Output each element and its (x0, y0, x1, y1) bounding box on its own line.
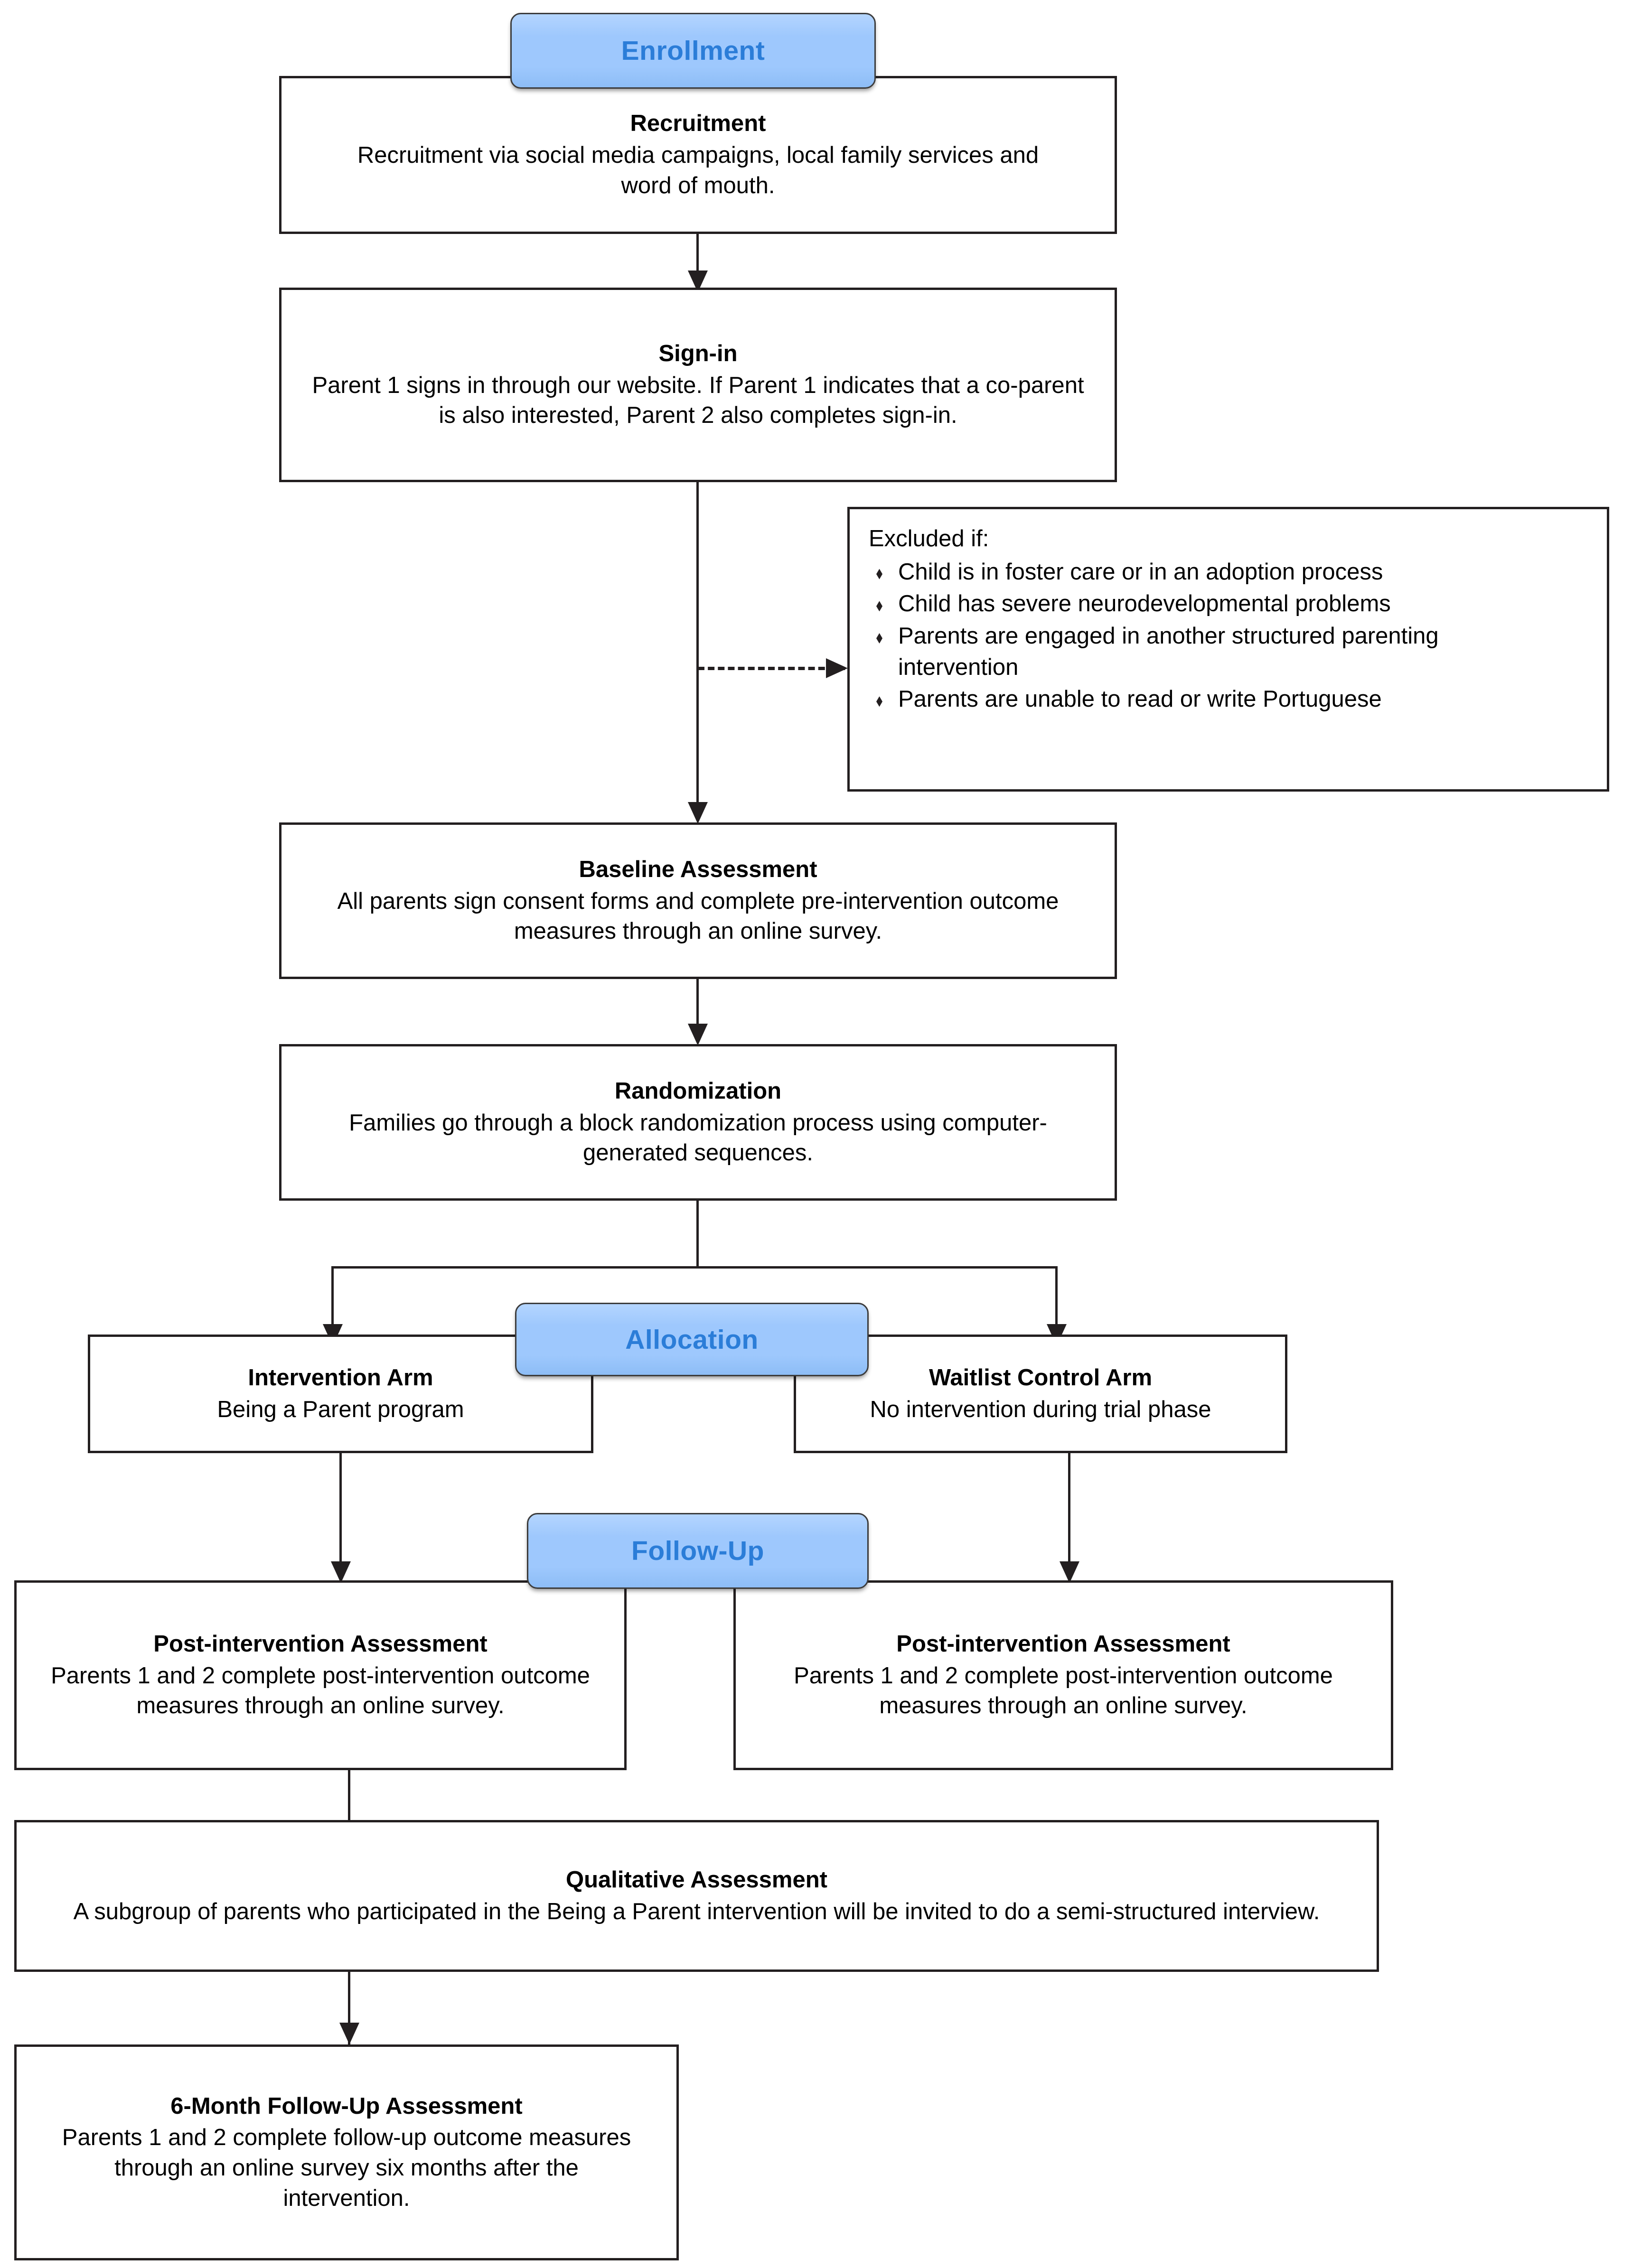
node-six-month-followup: 6-Month Follow-Up Assessment Parents 1 a… (14, 2044, 679, 2260)
connector-baseline-randomization (696, 979, 699, 1036)
node-sixmonth-body: Parents 1 and 2 complete follow-up outco… (62, 2125, 631, 2211)
node-waitlist-arm-body: No intervention during trial phase (870, 1396, 1211, 1422)
node-intervention-arm-title: Intervention Arm (248, 1364, 433, 1391)
node-post-left-body: Parents 1 and 2 complete post-interventi… (51, 1662, 590, 1719)
connector-waitlist-post (1068, 1453, 1070, 1581)
connector-split-right (1055, 1266, 1058, 1336)
node-signin-body: Parent 1 signs in through our website. I… (312, 372, 1084, 429)
node-baseline-title: Baseline Assessment (579, 856, 817, 882)
phase-badge-enrollment-label: Enrollment (621, 36, 765, 66)
node-recruitment: Recruitment Recruitment via social media… (279, 76, 1117, 234)
diamond-bullet-icon (876, 633, 882, 644)
node-signin-title: Sign-in (658, 340, 738, 366)
connector-split-left (331, 1266, 334, 1336)
node-baseline-assessment: Baseline Assessment All parents sign con… (279, 822, 1117, 979)
connector-recruitment-signin (696, 234, 699, 281)
node-post-intervention-right: Post-intervention Assessment Parents 1 a… (733, 1580, 1393, 1770)
node-sixmonth-title: 6-Month Follow-Up Assessment (170, 2093, 523, 2119)
exclusion-item-label: Child is in foster care or in an adoptio… (898, 559, 1383, 585)
node-waitlist-arm: Waitlist Control Arm No intervention dur… (794, 1335, 1287, 1453)
exclusion-item-label: Parents are engaged in another structure… (898, 623, 1439, 680)
node-intervention-arm-body: Being a Parent program (217, 1396, 464, 1422)
exclusion-item-label: Parents are unable to read or write Port… (898, 686, 1382, 712)
phase-badge-enrollment: Enrollment (510, 13, 876, 89)
exclusion-list: Child is in foster care or in an adoptio… (869, 557, 1594, 715)
arrowhead-signin-baseline (688, 802, 708, 824)
node-baseline-body: All parents sign consent forms and compl… (337, 888, 1059, 944)
phase-badge-followup: Follow-Up (527, 1513, 869, 1589)
arrowhead-exclusion (826, 658, 848, 678)
connector-randomization-split-bar (331, 1266, 1058, 1269)
node-post-right-title: Post-intervention Assessment (896, 1631, 1230, 1657)
node-intervention-arm: Intervention Arm Being a Parent program (88, 1335, 593, 1453)
node-post-intervention-left: Post-intervention Assessment Parents 1 a… (14, 1580, 627, 1770)
exclusion-item: Parents are unable to read or write Port… (869, 684, 1594, 715)
arrowhead-qualitative-sixmonth (339, 2023, 359, 2044)
node-randomization-title: Randomization (614, 1078, 782, 1104)
node-qualitative-body: A subgroup of parents who participated i… (73, 1898, 1320, 1924)
connector-qualitative-sixmonth (348, 1972, 350, 2045)
arrowhead-intervention-post (331, 1561, 351, 1583)
node-qualitative-assessment: Qualitative Assessment A subgroup of par… (14, 1820, 1379, 1972)
node-signin: Sign-in Parent 1 signs in through our we… (279, 288, 1117, 482)
diamond-bullet-icon (876, 569, 882, 579)
phase-badge-followup-label: Follow-Up (631, 1536, 764, 1566)
connector-post-qualitative (348, 1770, 350, 1822)
arrowhead-baseline-randomization (688, 1024, 708, 1045)
exclusion-item: Child is in foster care or in an adoptio… (869, 557, 1594, 588)
node-waitlist-arm-title: Waitlist Control Arm (929, 1364, 1153, 1391)
phase-badge-allocation-label: Allocation (625, 1324, 759, 1355)
connector-randomization-split-stem (696, 1201, 699, 1267)
diamond-bullet-icon (876, 696, 882, 707)
node-recruitment-title: Recruitment (630, 111, 766, 137)
node-exclusion-criteria: Excluded if: Child is in foster care or … (847, 507, 1609, 792)
connector-exclusion-dashed (698, 667, 845, 670)
node-randomization-body: Families go through a block randomizatio… (349, 1110, 1047, 1166)
node-randomization: Randomization Families go through a bloc… (279, 1044, 1117, 1201)
exclusion-item: Parents are engaged in another structure… (869, 621, 1594, 683)
node-post-left-title: Post-intervention Assessment (153, 1631, 488, 1657)
arrowhead-waitlist-post (1060, 1561, 1079, 1583)
connector-intervention-post (339, 1453, 342, 1581)
phase-badge-allocation: Allocation (515, 1303, 869, 1376)
exclusion-item: Child has severe neurodevelopmental prob… (869, 588, 1594, 620)
diamond-bullet-icon (876, 601, 882, 612)
node-recruitment-body: Recruitment via social media campaigns, … (357, 142, 1039, 198)
connector-signin-baseline (696, 482, 699, 814)
exclusion-item-label: Child has severe neurodevelopmental prob… (898, 591, 1391, 617)
exclusion-lead: Excluded if: (869, 526, 989, 551)
node-qualitative-title: Qualitative Assessment (565, 1867, 828, 1893)
node-post-right-body: Parents 1 and 2 complete post-interventi… (794, 1662, 1333, 1719)
